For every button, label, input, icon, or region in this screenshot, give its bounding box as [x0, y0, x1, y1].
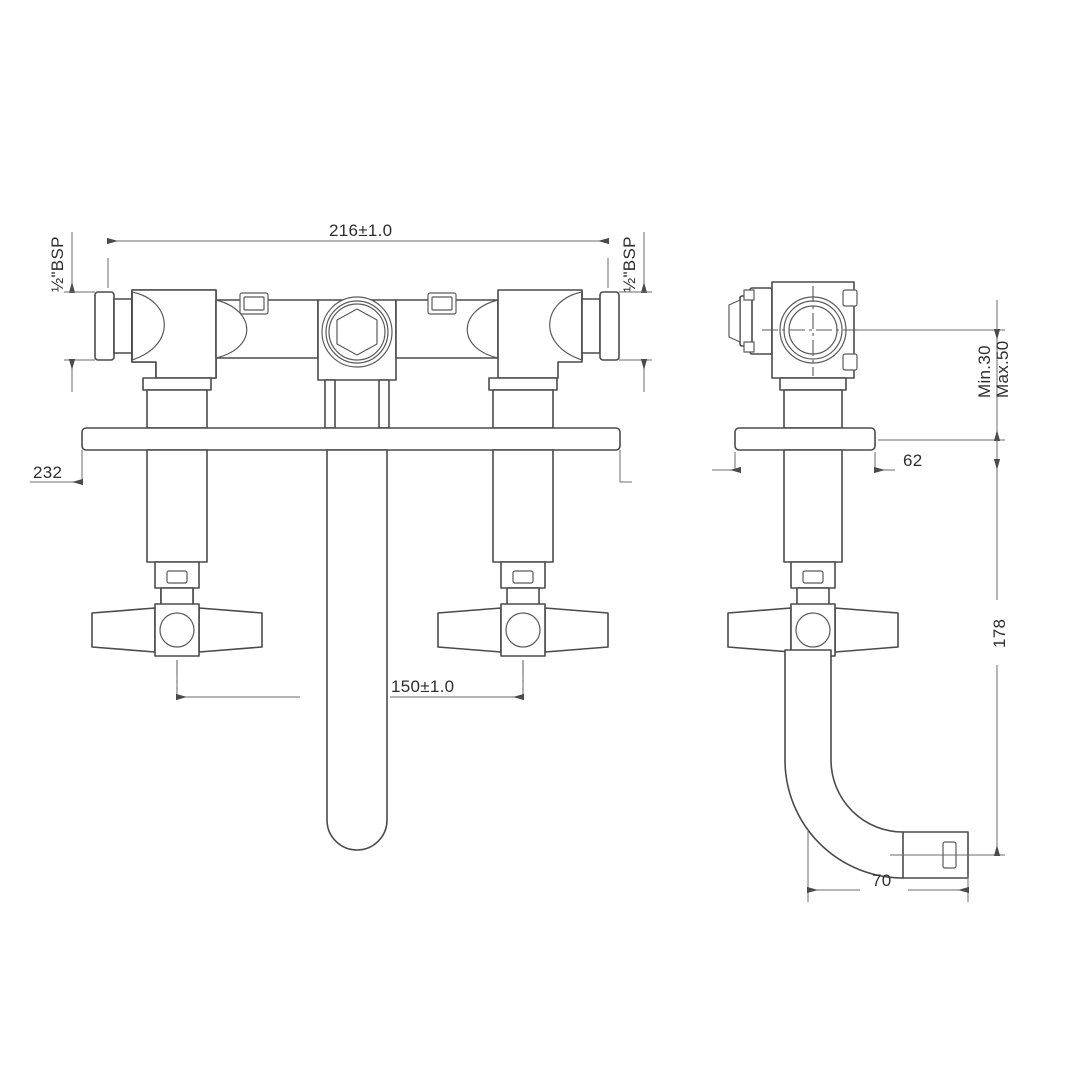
left-bsp-inlet — [94, 291, 133, 361]
right-cross-handle — [437, 603, 609, 690]
centre-spout-neck — [324, 379, 390, 429]
side-valve-body-box — [762, 281, 876, 379]
centre-hex-outlet — [317, 296, 397, 381]
side-valve-body-lower — [783, 449, 843, 589]
side-view-dimensions — [712, 300, 1005, 902]
right-valve-tee-body — [497, 289, 583, 379]
side-wall-flange-plate — [734, 427, 876, 451]
front-wall-flange-plate — [81, 427, 621, 451]
side-inlet-stub — [728, 287, 773, 355]
dim-projection-232: 232 — [33, 463, 62, 482]
right-valve-body-lower — [492, 449, 554, 589]
right-valve-stem-upper — [488, 377, 558, 429]
dim-flange-projection-62: 62 — [903, 451, 923, 470]
dim-spout-reach-70: 70 — [872, 871, 892, 890]
dim-overall-width: 216±1.0 — [329, 221, 392, 240]
dim-wall-depth-max: Max.50 — [993, 340, 1012, 398]
front-spout-tube — [326, 449, 388, 851]
side-elevation-view — [727, 281, 969, 879]
left-cross-handle — [91, 603, 263, 690]
dim-handle-centres-150: 150±1.0 — [391, 677, 454, 696]
side-curved-spout — [784, 649, 969, 879]
left-valve-tee-body — [131, 289, 217, 379]
dimension-labels: 216±1.0 ½"BSP ½"BSP 232 150±1.0 Min.30 M… — [33, 221, 1012, 890]
left-valve-stem-upper — [142, 377, 212, 429]
front-view-dimensions — [30, 232, 652, 701]
dim-height-178: 178 — [990, 619, 1009, 648]
side-stem-upper — [779, 377, 847, 429]
left-square-marker — [239, 292, 269, 315]
front-elevation-view — [81, 289, 621, 851]
dim-bsp-left: ½"BSP — [48, 236, 67, 292]
right-square-marker — [427, 292, 457, 315]
side-cross-handle — [727, 603, 899, 657]
dim-bsp-right: ½"BSP — [620, 236, 639, 292]
right-bsp-inlet — [581, 291, 620, 361]
dim-wall-depth-min: Min.30 — [975, 345, 994, 398]
left-valve-body-lower — [146, 449, 208, 589]
